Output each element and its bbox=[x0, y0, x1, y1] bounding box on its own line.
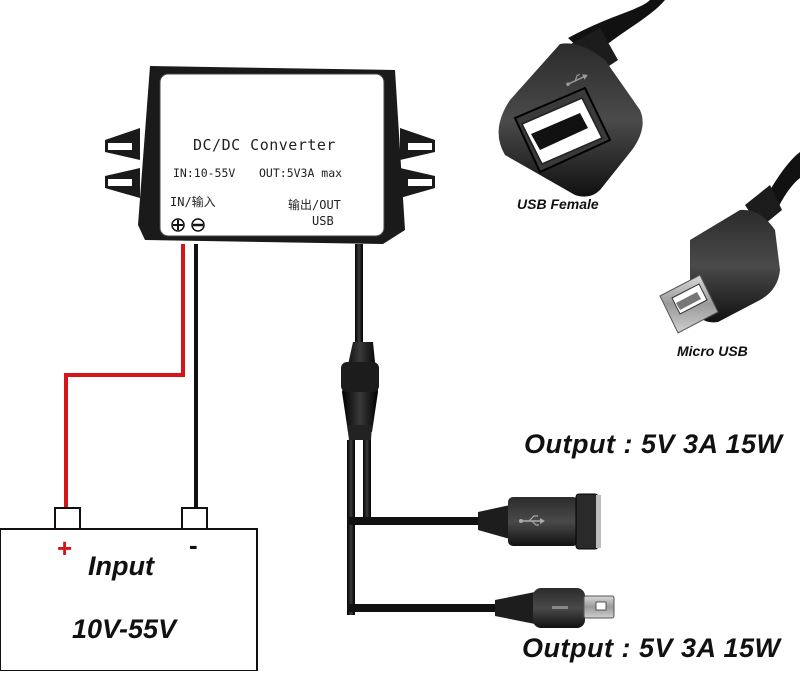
battery-minus-sign: - bbox=[189, 530, 198, 560]
output-cable bbox=[341, 244, 497, 615]
micro-usb-caption: Micro USB bbox=[677, 343, 748, 359]
converter-output-spec: OUT:5V3A max bbox=[259, 166, 343, 180]
micro-usb-connector-large bbox=[659, 152, 800, 334]
minus-terminal-icon bbox=[191, 218, 205, 232]
micro-usb-connector-small bbox=[495, 588, 615, 628]
usb-female-caption: USB Female bbox=[517, 196, 599, 212]
battery-range-label: 10V-55V bbox=[72, 614, 177, 644]
input-battery bbox=[0, 507, 258, 672]
converter-title: DC/DC Converter bbox=[193, 136, 336, 154]
battery-plus-sign: + bbox=[57, 533, 73, 563]
converter-input-spec: IN:10-55V bbox=[173, 166, 236, 180]
usb-female-connector-large bbox=[498, 0, 665, 197]
converter-out-label: 输出/OUT bbox=[288, 198, 341, 212]
output-label-1: Output : 5V 3A 15W bbox=[524, 429, 783, 459]
output-label-2: Output : 5V 3A 15W bbox=[522, 633, 781, 663]
input-wires bbox=[62, 244, 200, 512]
battery-input-label: Input bbox=[88, 551, 154, 581]
plus-terminal-icon bbox=[171, 218, 185, 232]
dc-dc-converter bbox=[105, 66, 435, 244]
usb-female-connector-small bbox=[478, 493, 601, 550]
converter-out-sub: USB bbox=[312, 214, 334, 228]
converter-in-label: IN/输入 bbox=[170, 195, 216, 209]
